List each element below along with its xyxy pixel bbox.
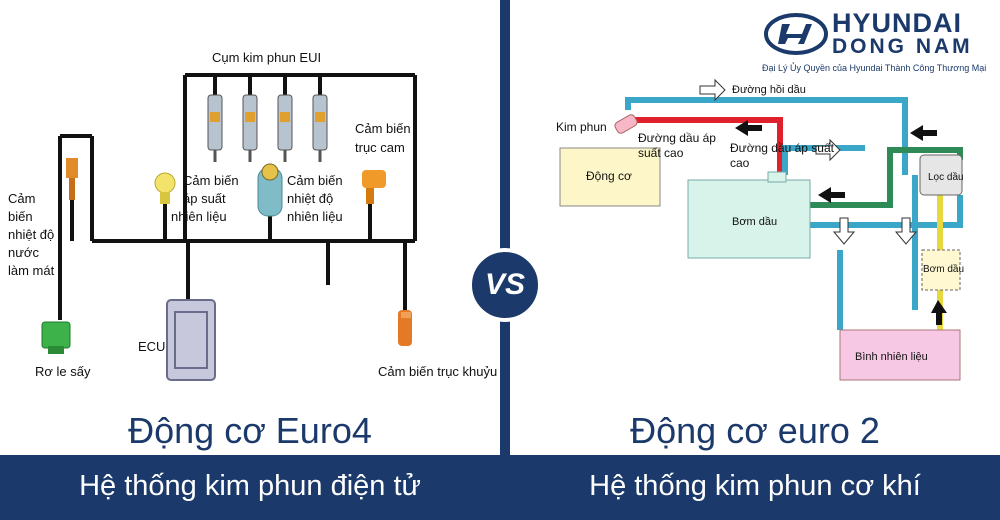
label-tank: Bình nhiên liệu [855, 351, 928, 363]
flow-arrow-icon [818, 187, 845, 203]
brand-name-line2: DONG NAM [832, 35, 973, 58]
label-lp-line-2: cao [730, 156, 750, 170]
wiring-harness [58, 73, 417, 320]
brand-tagline: Đại Lý Ủy Quyền của Hyundai Thành Công T… [762, 63, 987, 73]
return-arrow-icon [699, 78, 726, 102]
vs-badge: VS [468, 248, 542, 322]
label-temp-2: nhiệt độ [287, 191, 333, 206]
label-cam-2: trục cam [355, 140, 405, 155]
label-ecu: ECU [138, 339, 165, 354]
crankshaft-sensor-icon [398, 310, 412, 346]
euro4-panel: Cụm kim phun EUI Cảm biến nhiệt độ nước … [0, 0, 500, 455]
label-temp-1: Cảm biến [287, 173, 343, 188]
hyundai-emblem-icon [764, 13, 828, 55]
brand-name-line1: HYUNDAI [832, 8, 963, 38]
tank-box [839, 329, 961, 381]
flow-arrow-icon [910, 125, 937, 141]
pump-neck [767, 171, 787, 183]
label-feed-pump: Bơm dầu [923, 263, 964, 275]
label-cam-1: Cảm biến [355, 121, 411, 136]
label-filter: Lọc dầu [928, 171, 964, 183]
hyundai-dongnam-logo: HYUNDAI DONG NAM Đại Lý Ủy Quyền của Hyu… [760, 8, 995, 78]
flow-arrow-icon [931, 300, 947, 325]
label-temp-3: nhiên liệu [287, 209, 343, 224]
label-relay: Rơ le sấy [35, 364, 91, 379]
label-coolant-5: làm mát [8, 263, 55, 278]
euro2-panel: Đường hồi dầu Kim phun Đường dầu áp suất… [510, 0, 1000, 455]
label-pressure-1: Cảm biến [183, 173, 239, 188]
label-hp-line-2: suất cao [638, 146, 684, 160]
label-injectors: Cụm kim phun EUI [212, 50, 321, 65]
injector-icon [614, 114, 638, 134]
euro4-title: Động cơ Euro4 [128, 410, 372, 451]
label-return-line: Đường hồi dầu [732, 84, 806, 96]
euro2-title: Động cơ euro 2 [630, 410, 880, 451]
label-pressure-2: áp suất [183, 191, 226, 206]
euro4-caption: Hệ thống kim phun điện tử [79, 470, 421, 502]
label-coolant-4: nước [8, 245, 39, 260]
pump-box [687, 179, 811, 259]
camshaft-sensor-icon [362, 170, 386, 204]
label-pressure-3: nhiên liệu [171, 209, 227, 224]
filter-box [919, 154, 963, 196]
euro2-diagram: Đường hồi dầu Kim phun Đường dầu áp suất… [556, 78, 964, 381]
label-hp-line-1: Đường dầu áp [638, 131, 716, 145]
down-arrow-icon [832, 217, 856, 245]
fuel-lines [625, 97, 963, 330]
label-pump: Bơm dầu [732, 216, 777, 228]
label-engine: Động cơ [586, 169, 632, 183]
fuel-pressure-sensor-icon [154, 172, 176, 204]
flow-arrow-icon [735, 120, 762, 136]
caption-bar [0, 455, 1000, 520]
down-arrow-icon [894, 217, 918, 245]
label-lp-line-1: Đường dầu áp suất [730, 141, 835, 155]
glow-relay-icon [41, 321, 71, 354]
euro2-caption: Hệ thống kim phun cơ khí [589, 470, 921, 502]
coolant-temp-sensor-icon [66, 158, 78, 200]
euro4-diagram: Cụm kim phun EUI Cảm biến nhiệt độ nước … [8, 50, 497, 381]
engine-box [559, 147, 661, 207]
feed-pump-box [921, 249, 961, 291]
label-crank: Cảm biến trục khuỷu [378, 364, 497, 379]
ecu-icon [166, 299, 216, 381]
label-coolant-1: Cảm [8, 191, 35, 206]
label-coolant-2: biến [8, 209, 33, 224]
label-injector: Kim phun [556, 120, 607, 134]
eui-injectors [207, 94, 328, 162]
right-arrow-icon [815, 138, 841, 162]
fuel-temp-sensor-icon [257, 163, 283, 217]
label-coolant-3: nhiệt độ [8, 227, 54, 242]
